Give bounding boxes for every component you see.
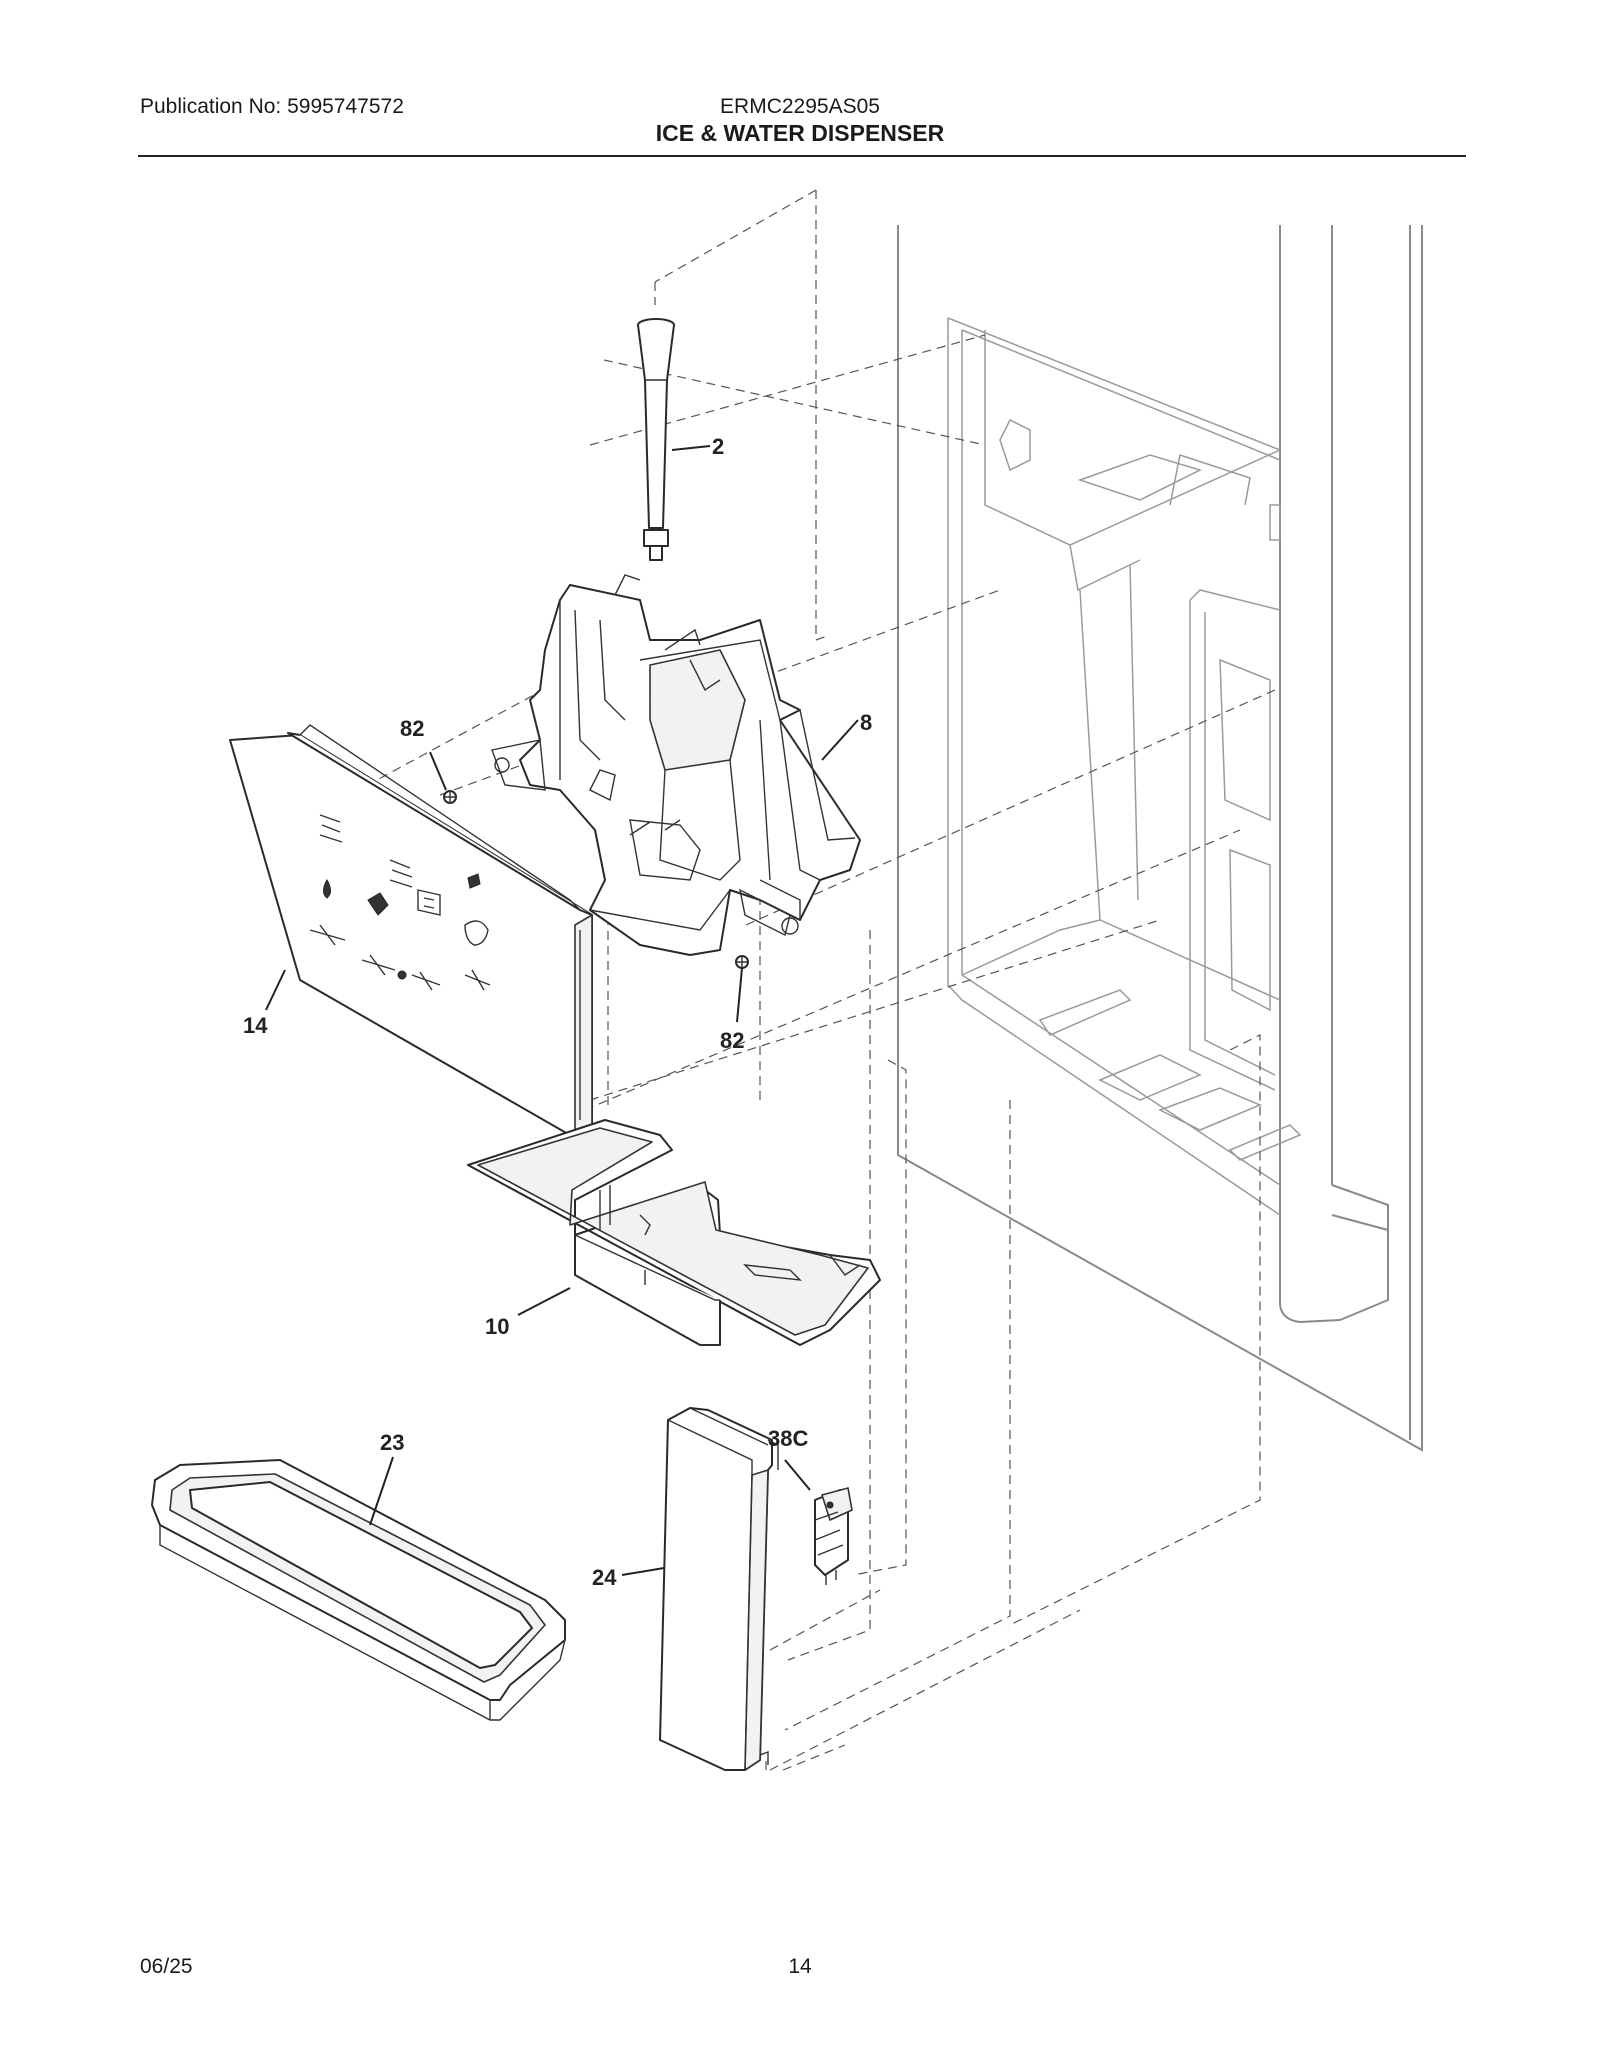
door-cabinet-outline [897,225,1423,1452]
callout-labels: 2 8 82 82 14 10 23 24 38C [243,434,872,1590]
footer-date: 06/25 [140,1955,193,1978]
control-panel-icons [309,814,491,991]
callout-82-upper: 82 [400,716,424,741]
callout-8: 8 [860,710,872,735]
publication-number: Publication No: 5995747572 [140,95,404,118]
callout-10: 10 [485,1314,509,1339]
part-2-ice-chute [637,318,675,561]
callout-14: 14 [243,1013,268,1038]
callout-23: 23 [380,1430,404,1455]
header-divider [138,155,1466,157]
page-title: ICE & WATER DISPENSER [655,120,945,146]
part-8-dispenser-housing [491,574,861,956]
callout-38c: 38C [768,1426,808,1451]
callout-2: 2 [712,434,724,459]
part-24-paddle-door [659,1407,779,1771]
part-10-basin [467,1119,881,1346]
callout-24: 24 [592,1565,617,1590]
page-number: 14 [788,1955,812,1978]
part-82-screw-upper [443,790,457,804]
model-number: ERMC2295AS05 [720,95,880,118]
callout-82-lower: 82 [720,1028,744,1053]
part-23-drip-tray [151,1459,566,1721]
part-82-screw-lower [735,955,749,969]
callout-leader-lines [265,445,859,1576]
part-14-control-panel [229,724,593,1139]
part-38c-switch [814,1487,853,1585]
